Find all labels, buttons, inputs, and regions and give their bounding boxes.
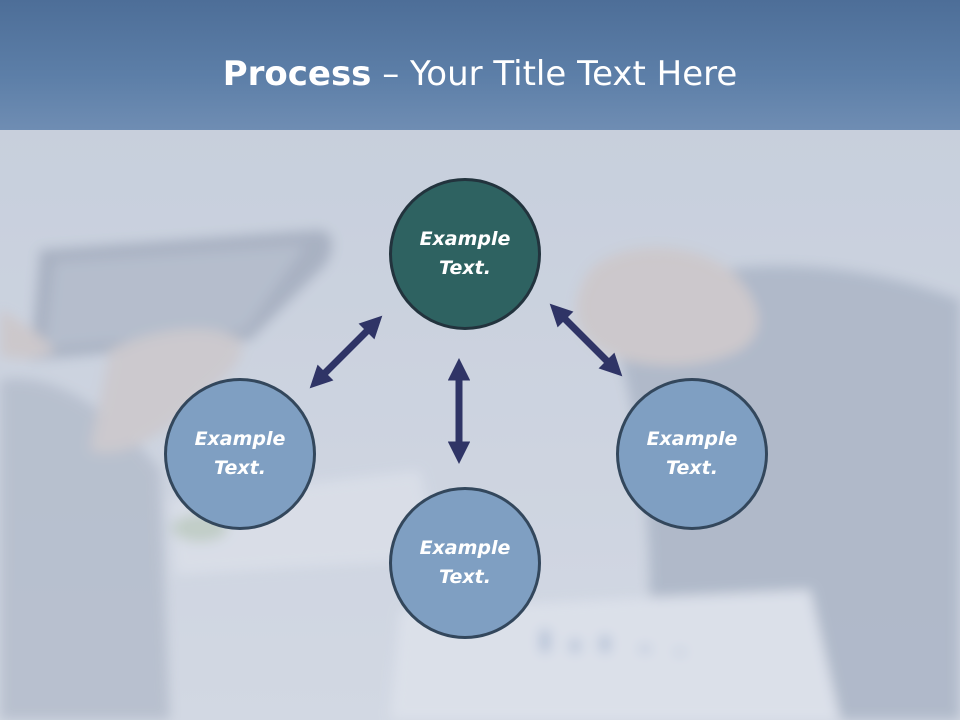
node-top: Example Text. [389,178,541,330]
node-left: Example Text. [164,378,316,530]
node-top-label: Example Text. [419,228,511,279]
slide-title: Process – Your Title Text Here [0,52,960,96]
arrow-top-left [309,315,383,389]
slide-title-rest: – Your Title Text Here [371,54,738,94]
arrow-top-right [549,303,623,377]
node-right-label: Example Text. [646,428,738,479]
slide-title-bold: Process [222,54,372,94]
header-band [0,0,960,130]
node-left-label: Example Text. [194,428,286,479]
node-bottom: Example Text. [389,487,541,639]
node-bottom-label: Example Text. [419,537,511,588]
node-right: Example Text. [616,378,768,530]
